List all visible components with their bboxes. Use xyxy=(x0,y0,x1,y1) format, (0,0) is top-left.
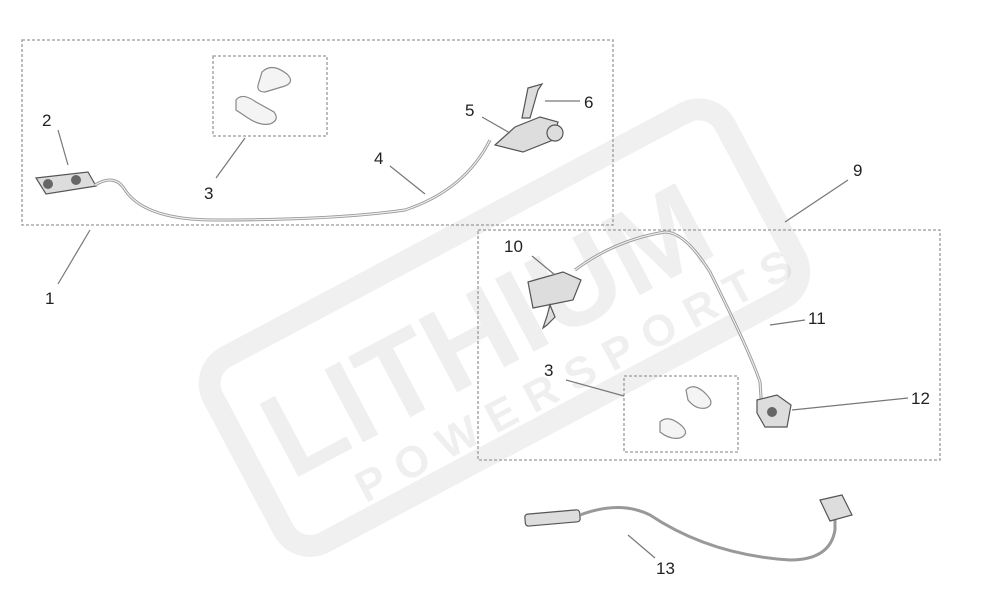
callout-3-rear: 3 xyxy=(544,361,553,380)
rear-caliper xyxy=(756,394,792,428)
front-caliper xyxy=(34,171,97,195)
callout-13: 13 xyxy=(656,559,675,578)
callout-3-front: 3 xyxy=(204,184,213,203)
watermark: LITHIUM POWERSPORTS xyxy=(198,98,813,557)
assembly-box-1 xyxy=(21,39,614,226)
brake-switch-cable xyxy=(524,494,853,562)
callout-12: 12 xyxy=(911,389,930,408)
front-master-cylinder xyxy=(493,82,564,153)
brake-pads-box-top xyxy=(212,55,328,137)
leader-lines xyxy=(57,100,909,559)
callout-11: 11 xyxy=(808,309,826,328)
callout-9: 9 xyxy=(853,161,862,180)
callout-1: 1 xyxy=(45,289,54,308)
callout-5: 5 xyxy=(465,101,474,120)
callout-6: 6 xyxy=(584,93,593,112)
callout-10: 10 xyxy=(504,237,523,256)
front-brake-hose xyxy=(94,139,492,222)
callout-2: 2 xyxy=(42,111,51,130)
brake-pads-box-bottom xyxy=(623,375,739,453)
callout-4: 4 xyxy=(374,149,383,168)
rear-master-cylinder xyxy=(527,271,582,330)
assembly-box-9 xyxy=(477,229,941,461)
brake-pads-top xyxy=(235,66,292,125)
brake-pads-bottom xyxy=(659,386,712,439)
